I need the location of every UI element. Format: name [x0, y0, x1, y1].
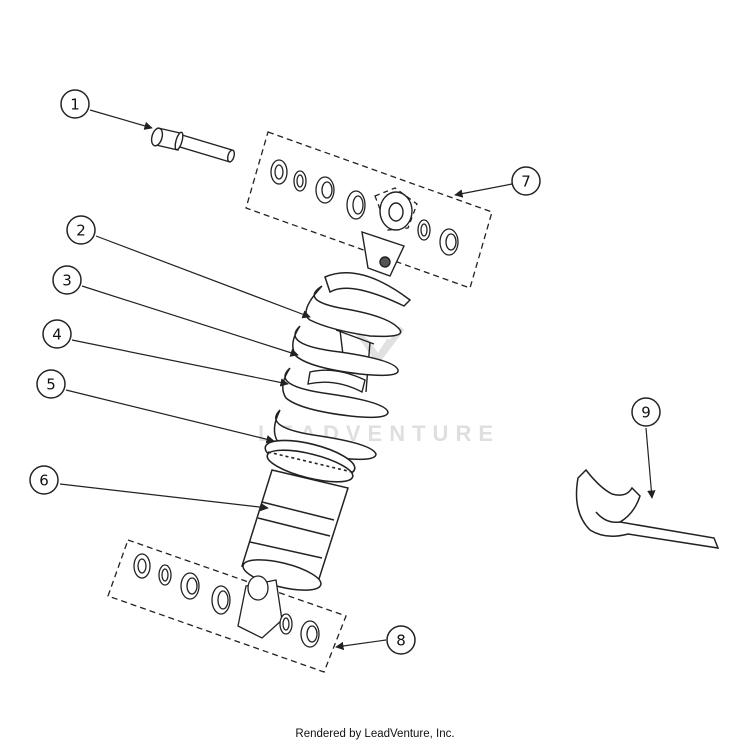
callout-3: 3 — [52, 265, 82, 295]
spanner-wrench — [575, 468, 720, 549]
callout-5: 5 — [36, 369, 66, 399]
callout-6: 6 — [29, 465, 59, 495]
svg-text:8: 8 — [396, 632, 406, 650]
svg-text:6: 6 — [39, 472, 49, 490]
upper-bushing-kit — [245, 131, 493, 289]
pin-bolt — [150, 127, 236, 163]
callout-4: 4 — [42, 319, 72, 349]
shock-top-mount — [335, 191, 413, 393]
callout-2: 2 — [66, 215, 96, 245]
callout-8: 8 — [386, 625, 416, 655]
spring-adjuster-ring — [307, 369, 366, 394]
lock-ring — [264, 439, 356, 483]
shock-body — [241, 469, 349, 591]
svg-text:5: 5 — [46, 376, 56, 394]
callout-9: 9 — [631, 397, 661, 427]
footer-credit: Rendered by LeadVenture, Inc. — [295, 728, 455, 740]
svg-text:7: 7 — [521, 173, 531, 191]
svg-text:9: 9 — [641, 404, 651, 422]
callout-7: 7 — [511, 166, 541, 196]
svg-text:3: 3 — [62, 272, 72, 290]
svg-text:2: 2 — [76, 222, 86, 240]
svg-text:1: 1 — [70, 96, 80, 114]
leader-lines — [59, 109, 656, 651]
callout-1: 1 — [60, 89, 90, 119]
svg-text:4: 4 — [52, 326, 62, 344]
lower-bushing-kit — [107, 539, 347, 673]
